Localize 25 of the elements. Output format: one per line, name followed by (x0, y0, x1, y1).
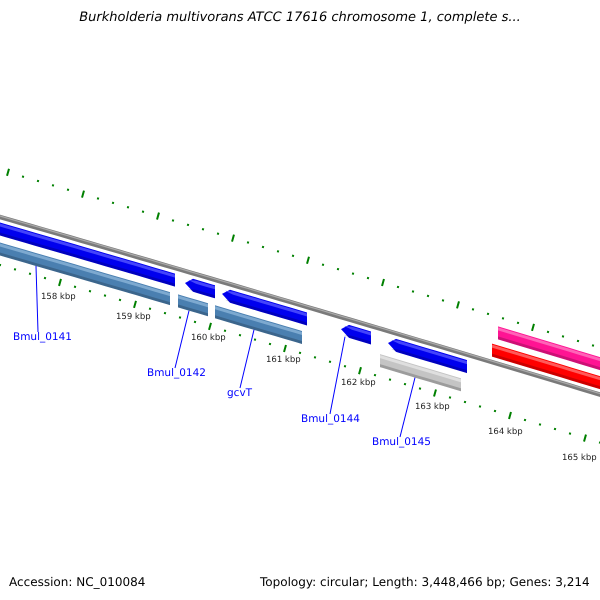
gene-bar (0, 241, 170, 306)
leader-line (36, 266, 38, 332)
gene-label: Bmul_0142 (147, 368, 206, 378)
gene-bar (388, 338, 467, 374)
scale-label: 160 kbp (191, 334, 226, 342)
leader-line (240, 329, 254, 388)
gene-bar (185, 278, 215, 298)
gene-bar (341, 324, 371, 344)
gene-label: gcvT (227, 388, 252, 398)
gene-label: Bmul_0145 (372, 437, 431, 448)
scale-label: 162 kbp (341, 379, 376, 388)
scale-label: 163 kbp (415, 403, 450, 412)
footer-text: Topology: circular; Length: 3,448,466 bp; Genes: 3,214 (260, 576, 590, 588)
scale-label: 165 kbp (562, 454, 597, 462)
map-title: Burkholderia multivorans ATCC 17616 chromosome 1, complete s... (78, 11, 522, 24)
scale-label: 161 kbp (266, 356, 301, 364)
scale-label: 164 kbp (488, 428, 523, 436)
leader-line (330, 336, 346, 414)
gene-label: Bmul_0144 (301, 414, 360, 424)
gene-bar (178, 294, 208, 316)
gene-bar (222, 290, 307, 326)
footer-text: Accession: NC_010084 (9, 576, 146, 588)
gene-label: Bmul_0141 (13, 332, 72, 342)
scale-label: 158 kbp (41, 293, 76, 302)
leader-line (174, 310, 190, 368)
